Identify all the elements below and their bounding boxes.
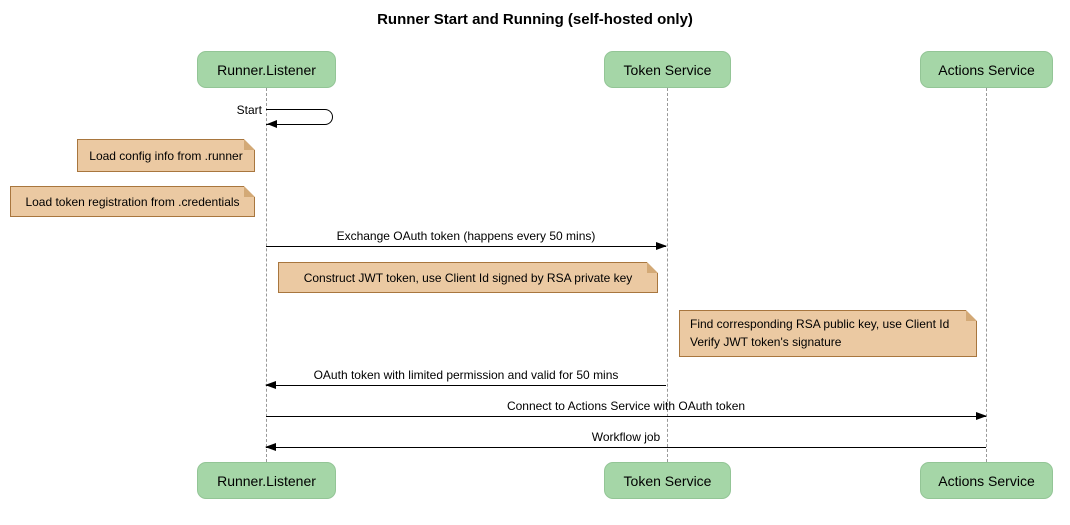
self-message-label: Start [236,103,262,117]
lifeline-actions-service [986,88,987,462]
lifeline-token-service [667,88,668,462]
message-oauth-token-return: OAuth token with limited permission and … [265,368,666,389]
participant-label: Runner.Listener [217,61,316,78]
message-arrow-right-icon [266,412,987,420]
note-load-token-registration: Load token registration from .credential… [10,186,255,217]
participant-label: Runner.Listener [217,472,316,489]
message-arrow-left-icon [265,381,666,389]
note-construct-jwt: Construct JWT token, use Client Id signe… [278,262,658,293]
message-connect-actions: Connect to Actions Service with OAuth to… [266,399,987,420]
note-verify-jwt: Find corresponding RSA public key, use C… [679,310,977,357]
message-workflow-job: Workflow job [265,430,986,451]
participant-actions-service-top: Actions Service [920,51,1053,88]
participant-token-service-top: Token Service [604,51,731,88]
message-exchange-oauth: Exchange OAuth token (happens every 50 m… [266,229,667,250]
note-text: Load config info from .runner [89,148,243,163]
participant-token-service-bottom: Token Service [604,462,731,499]
lifeline-runner-listener [266,88,267,462]
note-text: Find corresponding RSA public key, use C… [690,317,950,349]
message-arrow-left-icon [265,443,986,451]
self-message-loop [266,109,333,125]
participant-label: Token Service [623,472,712,489]
message-label: Connect to Actions Service with OAuth to… [506,399,746,413]
message-arrow-right-icon [266,242,667,250]
diagram-title: Runner Start and Running (self-hosted on… [377,11,693,28]
participant-label: Token Service [623,61,712,78]
participant-label: Actions Service [938,61,1035,78]
participant-runner-listener-bottom: Runner.Listener [197,462,336,499]
note-text: Load token registration from .credential… [25,194,240,209]
note-load-config: Load config info from .runner [77,139,255,172]
participant-label: Actions Service [938,472,1035,489]
self-message-arrowhead-icon [267,120,277,128]
note-text: Construct JWT token, use Client Id signe… [303,270,633,285]
message-label: Workflow job [591,430,661,444]
message-label: Exchange OAuth token (happens every 50 m… [336,229,596,243]
participant-actions-service-bottom: Actions Service [920,462,1053,499]
participant-runner-listener-top: Runner.Listener [197,51,336,88]
message-label: OAuth token with limited permission and … [313,368,619,382]
